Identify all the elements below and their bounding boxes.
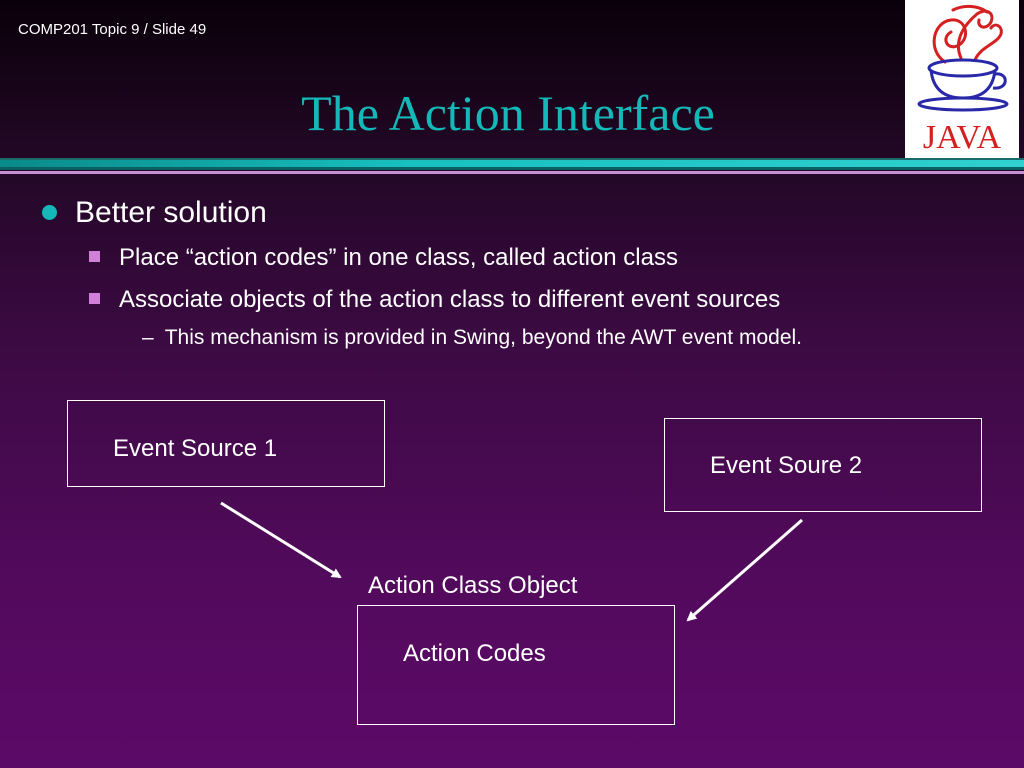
action-class-object-caption: Action Class Object [368,572,578,599]
bullet-level3-text: This mechanism is provided in Swing, bey… [164,326,802,349]
event-source-2-label: Event Soure 2 [710,452,863,479]
bullet-level1-text: Better solution [75,196,267,229]
title-divider-band [0,160,1024,167]
java-coffee-cup-logo-icon: JAVA [917,4,1009,156]
title-divider-shadow [0,167,1024,170]
slide-number-label: COMP201 Topic 9 / Slide 49 [18,21,207,38]
square-bullet-icon [89,251,100,262]
java-logo: JAVA [905,0,1019,160]
round-bullet-icon [42,205,57,220]
slide-title: The Action Interface [301,85,715,141]
arrow-source1-to-action [220,501,342,579]
event-source-2-box [664,418,982,512]
bullet-level2: Place “action codes” in one class, calle… [89,244,678,272]
action-codes-label: Action Codes [403,640,546,667]
square-bullet-icon [89,293,100,304]
event-source-1-box [67,400,385,487]
bullet-level3: – This mechanism is provided in Swing, b… [142,326,802,350]
bullet-level2-text: Associate objects of the action class to… [119,286,781,313]
arrow-source2-to-action [686,518,803,622]
action-class-box [357,605,675,725]
java-logo-text: JAVA [923,119,1002,156]
title-divider [0,158,1024,160]
dash-bullet: – [142,326,154,349]
title-divider-accent [0,171,1024,174]
bullet-level2: Associate objects of the action class to… [89,286,780,314]
event-source-1-label: Event Source 1 [113,435,278,462]
bullet-level1: Better solution [42,196,267,230]
bullet-level2-text: Place “action codes” in one class, calle… [119,244,678,271]
